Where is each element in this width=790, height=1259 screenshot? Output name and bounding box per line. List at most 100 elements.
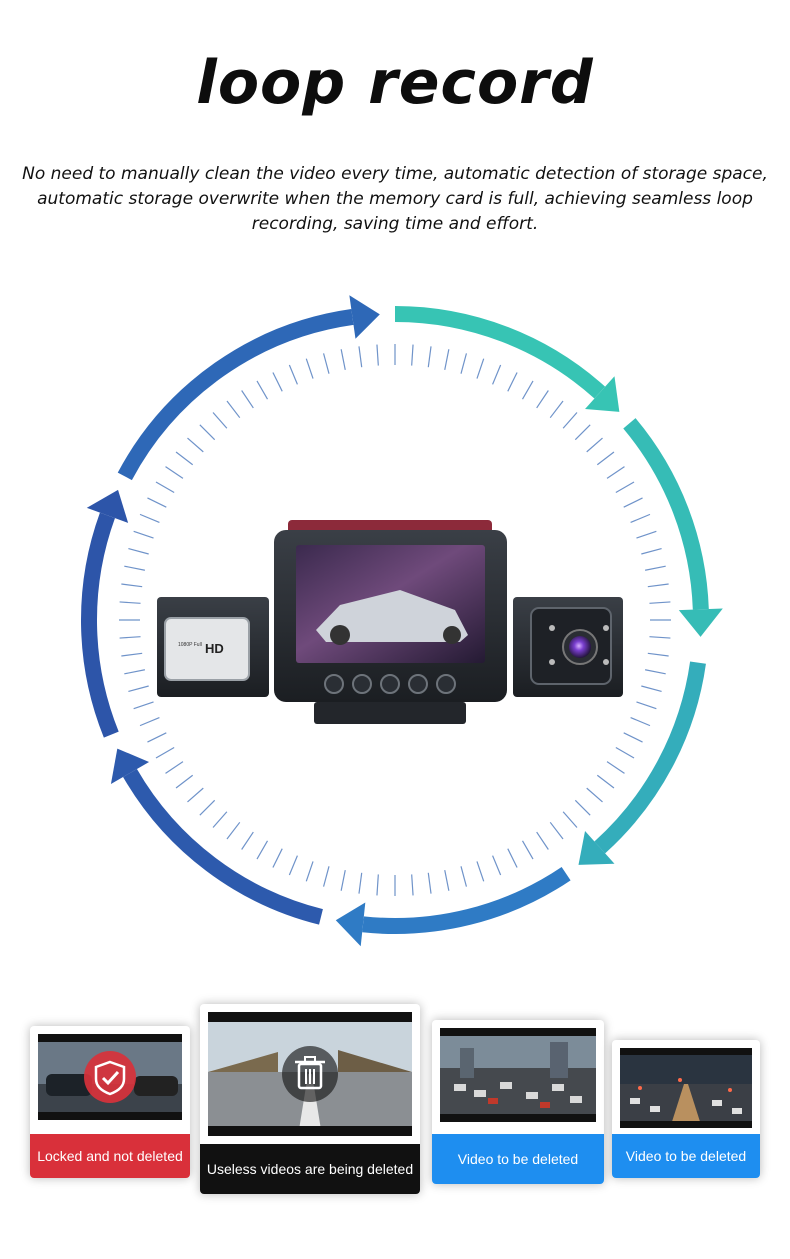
control-buttons [324, 674, 456, 694]
tick-mark [358, 872, 363, 894]
front-camera-face [164, 617, 250, 681]
tick-mark [128, 685, 149, 693]
tick-mark [256, 380, 269, 400]
loop-arrow-head [86, 489, 129, 523]
tick-mark [460, 353, 468, 374]
tick-mark [460, 866, 468, 887]
card-deleting: Useless videos are being deleted [200, 1004, 420, 1194]
device-button [324, 674, 344, 694]
tick-mark [288, 855, 298, 876]
tick-mark [272, 848, 283, 868]
tick-mark [187, 787, 204, 803]
tick-ring [119, 344, 671, 896]
tick-mark [492, 855, 502, 876]
loop-arrow-shaft [362, 867, 571, 934]
ir-led [603, 659, 609, 665]
tick-mark [615, 481, 635, 494]
tick-mark [226, 400, 241, 419]
tick-mark [199, 799, 216, 816]
card-label: Video to be deleted [612, 1134, 760, 1178]
video-thumbnail [208, 1012, 412, 1136]
tick-mark [241, 831, 254, 850]
tick-mark [606, 466, 625, 479]
card-label: Video to be deleted [432, 1134, 604, 1184]
tick-mark [272, 372, 283, 392]
ir-led [549, 659, 555, 665]
tick-mark [649, 601, 671, 604]
tick-mark [376, 344, 379, 366]
tick-mark [119, 636, 141, 639]
tick-mark [521, 380, 534, 400]
tick-mark [121, 652, 143, 657]
dash-cam-device: 1080P Full HD [157, 520, 623, 724]
page-description: No need to manually clean the video ever… [22, 164, 768, 234]
loop-arrow-shaft [123, 768, 323, 925]
card-locked: Locked and not deleted [30, 1026, 190, 1178]
tick-mark [256, 840, 269, 860]
tick-mark [574, 799, 591, 816]
tick-mark [226, 821, 241, 840]
tick-mark [623, 732, 643, 743]
tick-mark [212, 811, 228, 828]
tick-mark [121, 583, 143, 588]
tick-mark [636, 530, 657, 539]
device-button [352, 674, 372, 694]
tick-mark [212, 412, 228, 429]
tick-mark [444, 349, 450, 371]
tick-mark [476, 358, 485, 379]
loop-arrow-head [678, 608, 723, 637]
tick-mark [630, 717, 651, 727]
tick-mark [521, 840, 534, 860]
tick-mark [133, 530, 154, 539]
tick-mark [586, 437, 603, 453]
loop-arrow-shaft [394, 306, 606, 399]
tick-mark [596, 451, 615, 466]
mount-base [314, 702, 466, 724]
device-button [408, 674, 428, 694]
tick-mark [175, 451, 194, 466]
hd-badge: HD [205, 641, 224, 656]
tick-mark [119, 601, 141, 604]
tick-mark [288, 364, 298, 385]
ir-led [549, 625, 555, 631]
tick-mark [636, 701, 657, 710]
tick-mark [305, 861, 314, 882]
tick-mark [647, 583, 669, 588]
screen-car-wheel [443, 626, 461, 644]
device-button [436, 674, 456, 694]
tick-mark [476, 861, 485, 882]
tick-mark [175, 774, 194, 789]
tick-mark [322, 866, 330, 887]
screen-car-wheel [330, 625, 350, 645]
tick-mark [630, 513, 651, 523]
video-thumbnail [38, 1034, 182, 1120]
tick-mark [128, 547, 149, 555]
loop-arrow-shaft [81, 512, 119, 738]
tick-mark [536, 831, 549, 850]
tick-mark [549, 821, 564, 840]
loop-arrow-head [349, 295, 380, 339]
video-thumbnail [620, 1048, 752, 1128]
tick-mark [139, 717, 160, 727]
tick-mark [155, 481, 175, 494]
tick-mark [139, 513, 160, 523]
tick-mark [358, 346, 363, 368]
ir-led [603, 625, 609, 631]
tick-mark [641, 685, 662, 693]
tick-mark [536, 390, 549, 409]
loop-arrow-shaft [117, 309, 354, 481]
tick-mark [165, 761, 184, 774]
loop-diagram: 1080P Full HD [81, 295, 723, 947]
tick-mark [124, 669, 146, 675]
tick-mark [641, 547, 662, 555]
tick-mark [606, 761, 625, 774]
device-button [380, 674, 400, 694]
loop-arrow-head [578, 831, 615, 865]
loop-arrow-head [110, 748, 150, 784]
tick-mark [444, 869, 450, 891]
tick-mark [492, 364, 502, 385]
tick-mark [305, 358, 314, 379]
tick-mark [644, 565, 666, 571]
tick-mark [411, 874, 414, 896]
tick-mark [574, 424, 591, 441]
